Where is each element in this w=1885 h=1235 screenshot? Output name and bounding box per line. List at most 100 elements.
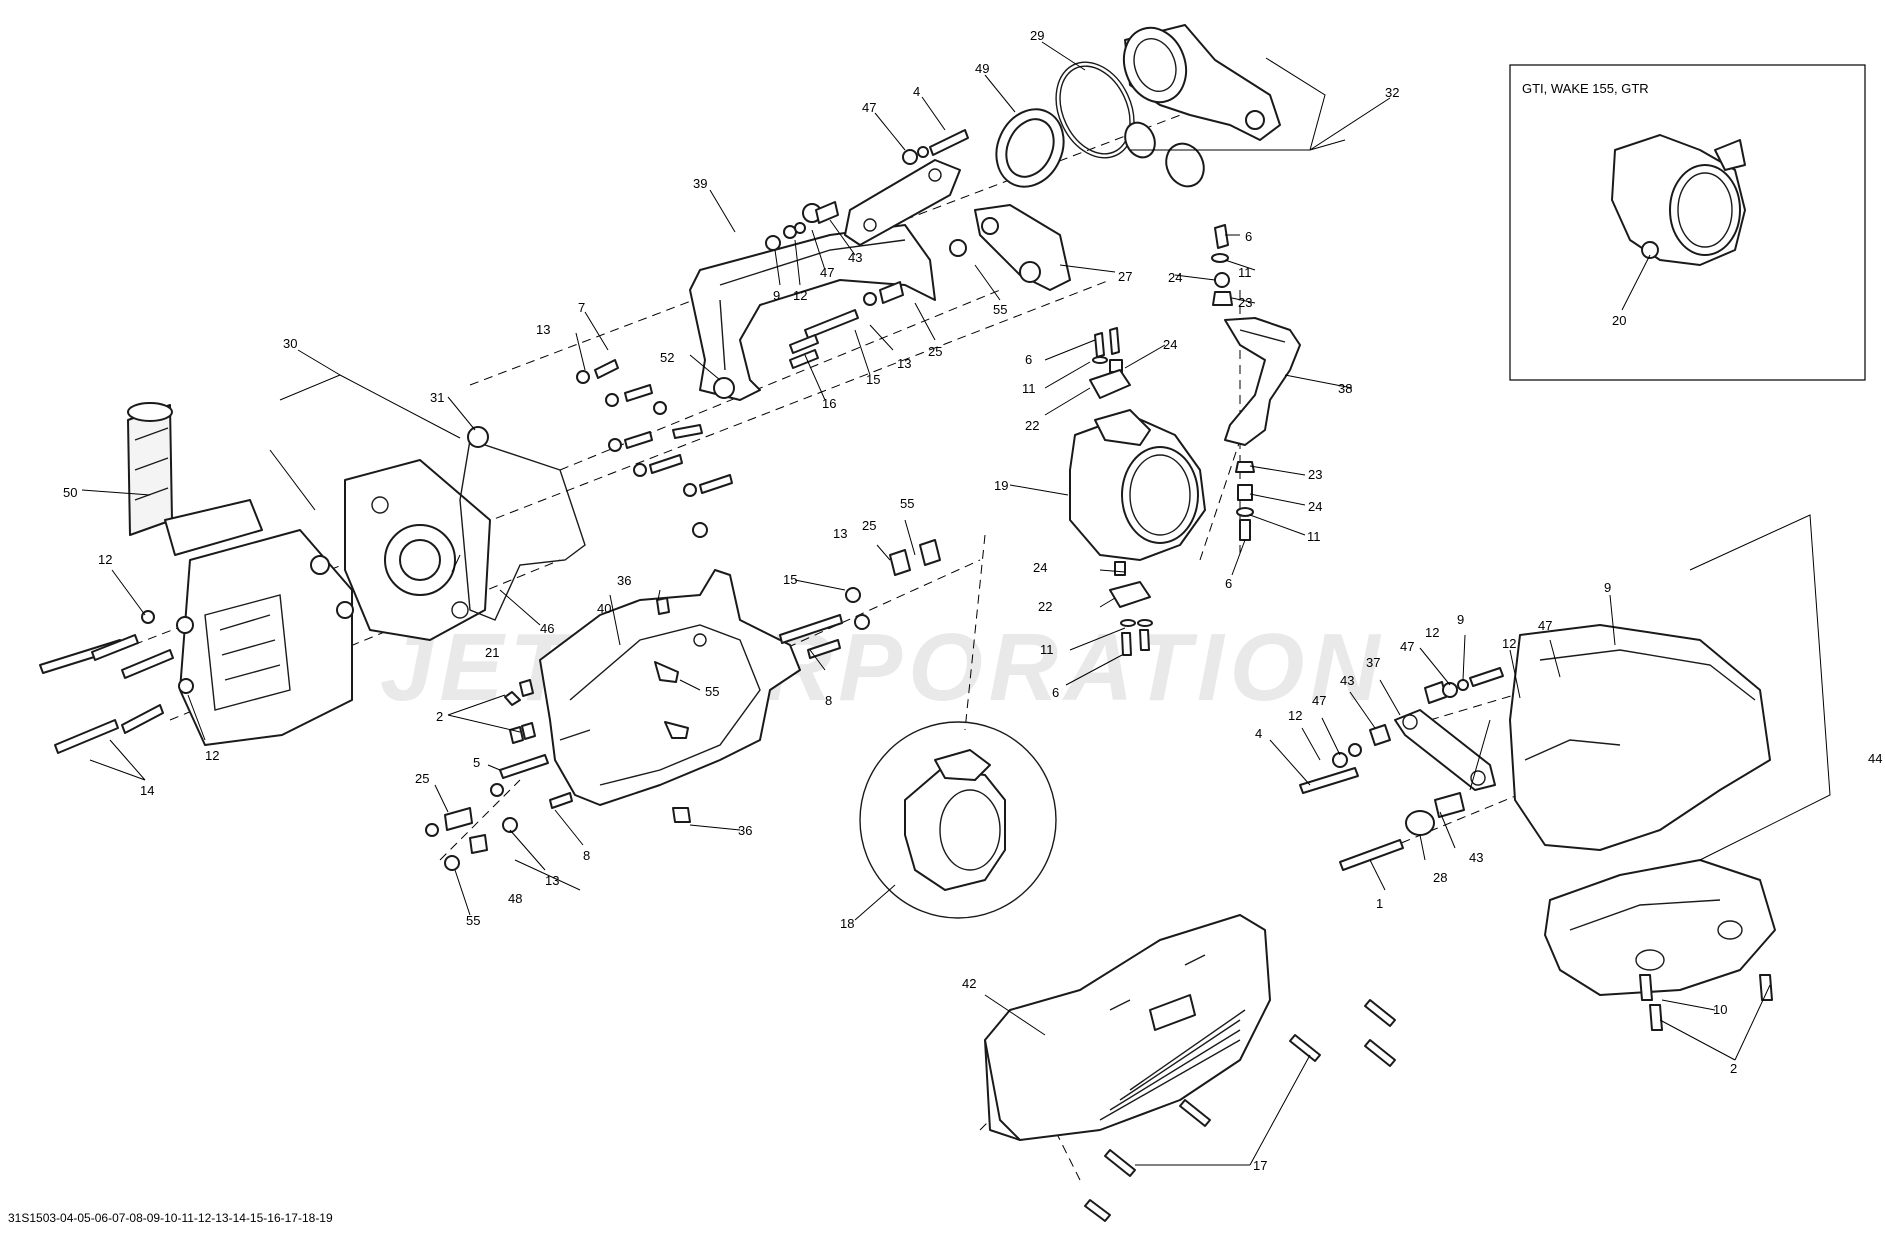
leader-lines — [81, 41, 1771, 1166]
callout-6: 6 — [1245, 229, 1252, 244]
callout-1: 1 — [1376, 896, 1383, 911]
callout-21: 21 — [485, 645, 499, 660]
hardware-6-11-24-23-right — [1211, 224, 1255, 541]
callout-47: 47 — [862, 100, 876, 115]
callout-numbers: 29 49 32 47 4 39 9 12 47 43 27 55 6 11 2… — [63, 28, 1882, 1173]
callout-25: 25 — [928, 344, 942, 359]
callout-24: 24 — [1033, 560, 1047, 575]
callout-12: 12 — [98, 552, 112, 567]
seal-ring-49 — [995, 108, 1065, 188]
callout-38: 38 — [1338, 381, 1352, 396]
lower-bracket-40 — [539, 569, 801, 806]
callout-9: 9 — [1457, 612, 1464, 627]
callout-36: 36 — [617, 573, 631, 588]
callout-46: 46 — [540, 621, 554, 636]
callout-23: 23 — [1308, 467, 1322, 482]
callout-28: 28 — [1433, 870, 1447, 885]
callout-12: 12 — [1425, 625, 1439, 640]
callout-23: 23 — [1238, 295, 1252, 310]
callout-47: 47 — [1312, 693, 1326, 708]
callout-55: 55 — [466, 913, 480, 928]
nozzle-mount-hardware — [1089, 327, 1153, 656]
callout-13: 13 — [536, 322, 550, 337]
screws-17 — [1084, 999, 1396, 1222]
callout-10: 10 — [1713, 1002, 1727, 1017]
callout-43: 43 — [1469, 850, 1483, 865]
gearbox-cover-46 — [344, 459, 491, 641]
steering-bracket-39 — [689, 224, 936, 401]
callout-5: 5 — [473, 755, 480, 770]
callout-2: 2 — [436, 709, 443, 724]
callout-12: 12 — [793, 288, 807, 303]
callout-2: 2 — [1730, 1061, 1737, 1076]
callout-48: 48 — [508, 891, 522, 906]
callout-47: 47 — [820, 265, 834, 280]
callout-9: 9 — [1604, 580, 1611, 595]
callout-49: 49 — [975, 61, 989, 76]
watermark-text: JET CORPORATION — [380, 614, 1386, 721]
gasket-31 — [459, 426, 586, 621]
detail-circle-18 — [859, 721, 1057, 919]
cover-assembly-44 — [1509, 624, 1776, 1031]
inset-box — [1509, 64, 1866, 381]
callout-20: 20 — [1612, 313, 1626, 328]
callout-16: 16 — [822, 396, 836, 411]
callout-25: 25 — [415, 771, 429, 786]
callout-14: 14 — [140, 783, 154, 798]
callout-7: 7 — [578, 300, 585, 315]
o-ring-29 — [1055, 61, 1135, 159]
cover-44-bracket-lines — [1689, 514, 1831, 861]
callout-8: 8 — [825, 693, 832, 708]
callout-19: 19 — [994, 478, 1008, 493]
small-hardware-upper — [765, 129, 969, 369]
callout-4: 4 — [913, 84, 920, 99]
callout-22: 22 — [1038, 599, 1052, 614]
callout-18: 18 — [840, 916, 854, 931]
callout-12: 12 — [1502, 636, 1516, 651]
callout-11: 11 — [1040, 642, 1054, 657]
callout-13: 13 — [545, 873, 559, 888]
actuator-housing-30 — [176, 529, 354, 746]
link-arm-37 — [1394, 709, 1496, 791]
callout-8: 8 — [583, 848, 590, 863]
callout-29: 29 — [1030, 28, 1044, 43]
callout-55: 55 — [705, 684, 719, 699]
bolts-14-group — [39, 610, 194, 754]
lower-hardware — [425, 539, 941, 871]
callout-50: 50 — [63, 485, 77, 500]
callout-9: 9 — [773, 288, 780, 303]
callout-11: 11 — [1238, 265, 1252, 280]
callout-47: 47 — [1538, 618, 1552, 633]
callout-30: 30 — [283, 336, 297, 351]
callout-27: 27 — [1118, 269, 1132, 284]
callout-17: 17 — [1253, 1158, 1267, 1173]
callout-44: 44 — [1868, 751, 1882, 766]
nozzle-19 — [1069, 409, 1206, 561]
actuator-motor-50 — [127, 402, 263, 556]
callout-6: 6 — [1025, 352, 1032, 367]
callout-24: 24 — [1163, 337, 1177, 352]
callout-52: 52 — [660, 350, 674, 365]
callout-12: 12 — [205, 748, 219, 763]
callout-36: 36 — [738, 823, 752, 838]
callout-13: 13 — [897, 356, 911, 371]
cover-42 — [984, 914, 1271, 1141]
callout-12: 12 — [1288, 708, 1302, 723]
callout-43: 43 — [848, 250, 862, 265]
callout-55: 55 — [900, 496, 914, 511]
callout-22: 22 — [1025, 418, 1039, 433]
callout-39: 39 — [693, 176, 707, 191]
callout-31: 31 — [430, 390, 444, 405]
callout-32: 32 — [1385, 85, 1399, 100]
callout-37: 37 — [1366, 655, 1380, 670]
callout-55: 55 — [993, 302, 1007, 317]
inset-title: GTI, WAKE 155, GTR — [1522, 81, 1649, 96]
bracket-38 — [1224, 317, 1301, 446]
callout-4: 4 — [1255, 726, 1262, 741]
callout-11: 11 — [1022, 381, 1036, 396]
callout-15: 15 — [866, 372, 880, 387]
fasteners-13-7-group — [576, 359, 733, 538]
bearing-housing-32 — [1122, 24, 1281, 141]
link-arm-43-upper — [802, 159, 961, 246]
